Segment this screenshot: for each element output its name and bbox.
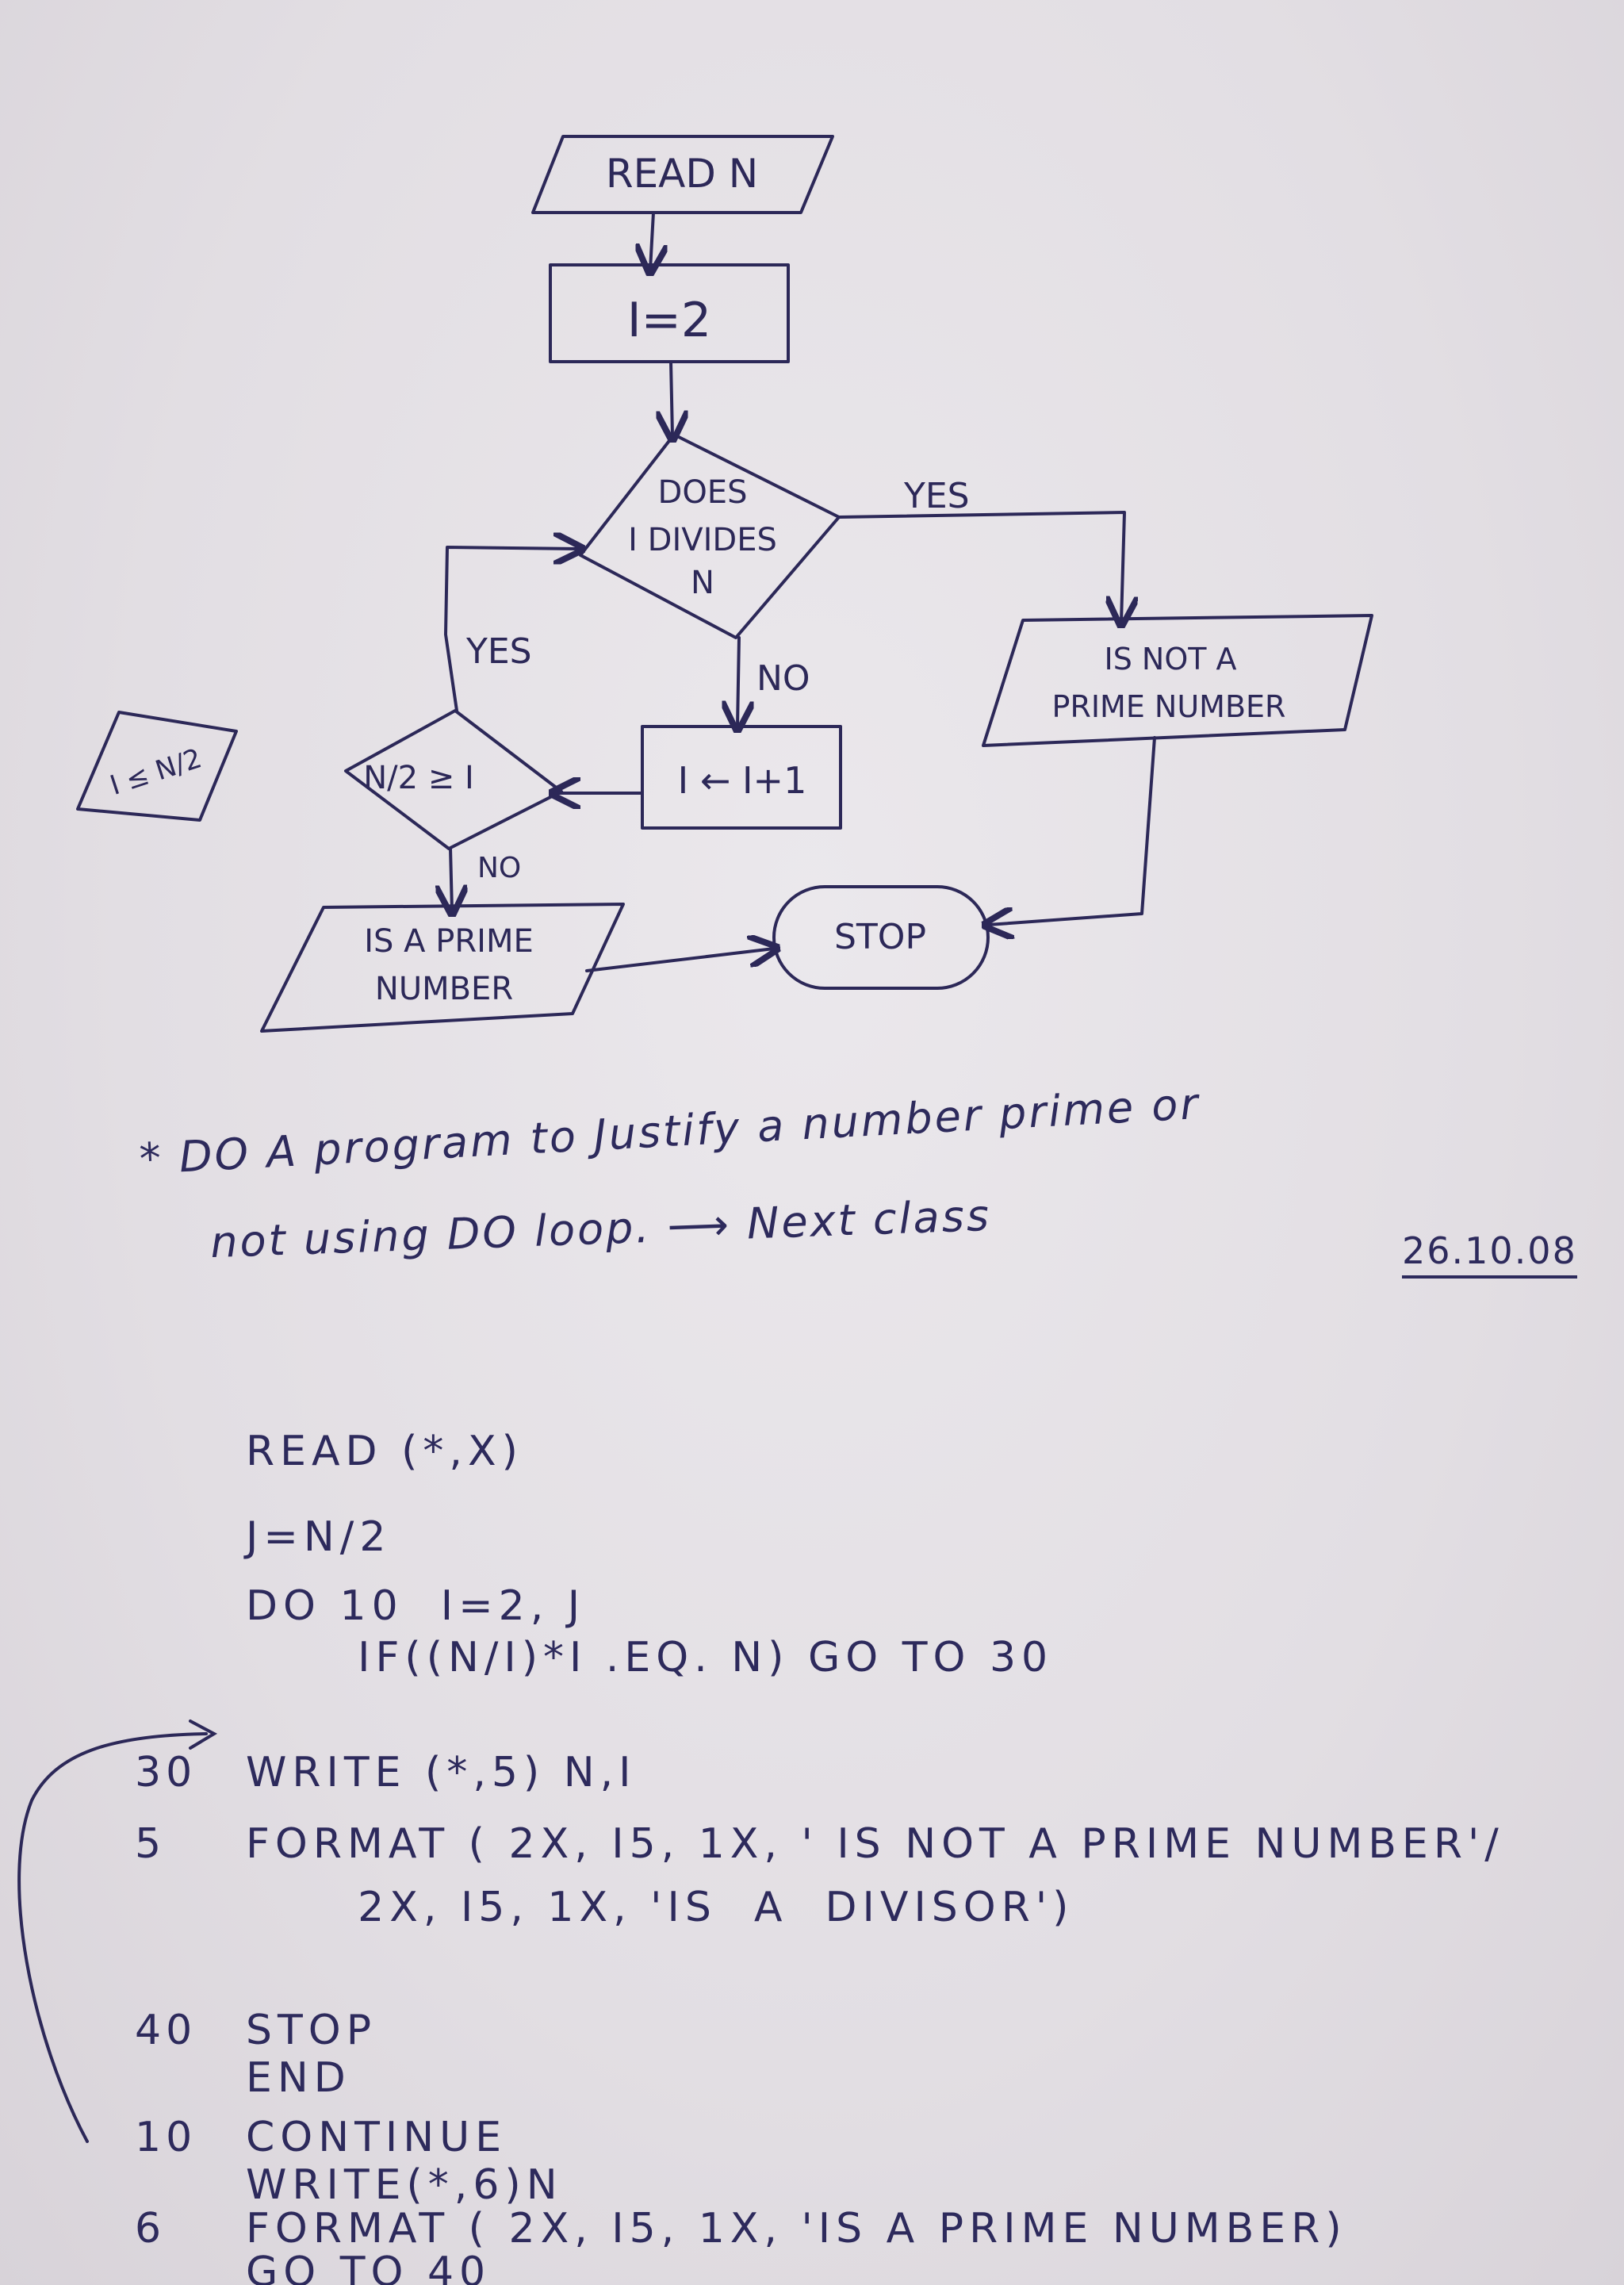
half-label: N/2 ≥ I [363,760,474,796]
code-line: FORMAT ( 2X, I5, 1X, 'IS A PRIME NUMBER) [246,2205,1347,2252]
divides-line2: I DIVIDES [628,522,777,558]
arrow-yes-to-not-prime [837,511,1124,622]
yes-left-label: YES [465,631,532,672]
code-line: END [246,2054,351,2102]
code-line: STOP [246,2007,377,2054]
init-label: I=2 [627,293,711,348]
code-line: J=N/2 [246,1513,392,1561]
code-line: WRITE(*,6)N [246,2161,563,2209]
goto-arc [17,1732,208,2143]
read-n-label: READ N [606,151,758,197]
prime-box [260,903,625,1033]
note-line-1: * DO A program to Justify a number prime… [138,1078,1201,1185]
code-line: READ (*,X) [246,1428,523,1475]
code-line-number: 6 [135,2205,167,2252]
divides-line1: DOES [658,474,748,511]
arrow-prime-to-stop [585,949,774,972]
arrow-no-to-increment [737,636,739,727]
no-half-label: NO [477,852,521,884]
code-line-number: 40 [135,2007,197,2054]
code-line-number: 5 [135,1820,167,1868]
stop-terminal [772,885,990,990]
code-line: IF((N/I)*I .EQ. N) GO TO 30 [246,1634,1054,1681]
side-note-box [76,711,238,822]
code-line-number: 30 [135,1749,197,1796]
arrow-init-to-decision [671,360,672,436]
arrow-read-to-init [650,211,653,270]
not-prime-box [982,614,1373,747]
goto-arrow [17,1720,218,2143]
read-n-box [531,135,834,214]
yes-right-label: YES [903,476,970,516]
not-prime-line2: PRIME NUMBER [1052,689,1286,724]
increment-label: I ← I+1 [678,759,807,802]
code-line-number: 10 [135,2114,197,2161]
code-line: CONTINUE [246,2114,508,2161]
increment-box [641,725,842,830]
prime-line2: NUMBER [375,971,513,1007]
stop-label: STOP [834,917,926,957]
prime-flowchart: READ N I=2 DOES I DIVIDES N YES IS NOT A… [76,135,1373,1033]
side-note-label: I ≤ N/2 [106,742,205,802]
arrow-not-prime-to-stop [988,736,1156,925]
note-date: 26.10.08 [1402,1229,1577,1279]
divides-line3: N [691,565,714,601]
code-line: 2X, I5, 1X, 'IS A DIVISOR') [246,1884,1074,1931]
code-line: DO 10 I=2, J [246,1582,586,1630]
code-line: GO TO 40 [246,2249,492,2285]
note-line-2: not using DO loop. ⟶ Next class [209,1190,992,1268]
arrow-yes-loop-back [444,547,579,712]
not-prime-line1: IS NOT A [1104,642,1236,677]
no-down-label: NO [756,658,810,699]
divides-diamond [579,433,841,639]
arrow-no-to-prime [450,847,452,911]
code-line: FORMAT ( 2X, I5, 1X, ' IS NOT A PRIME NU… [246,1820,1504,1868]
goto-arrowhead [189,1720,218,1750]
prime-line1: IS A PRIME [364,923,533,960]
code-line: WRITE (*,5) N,I [246,1749,637,1796]
